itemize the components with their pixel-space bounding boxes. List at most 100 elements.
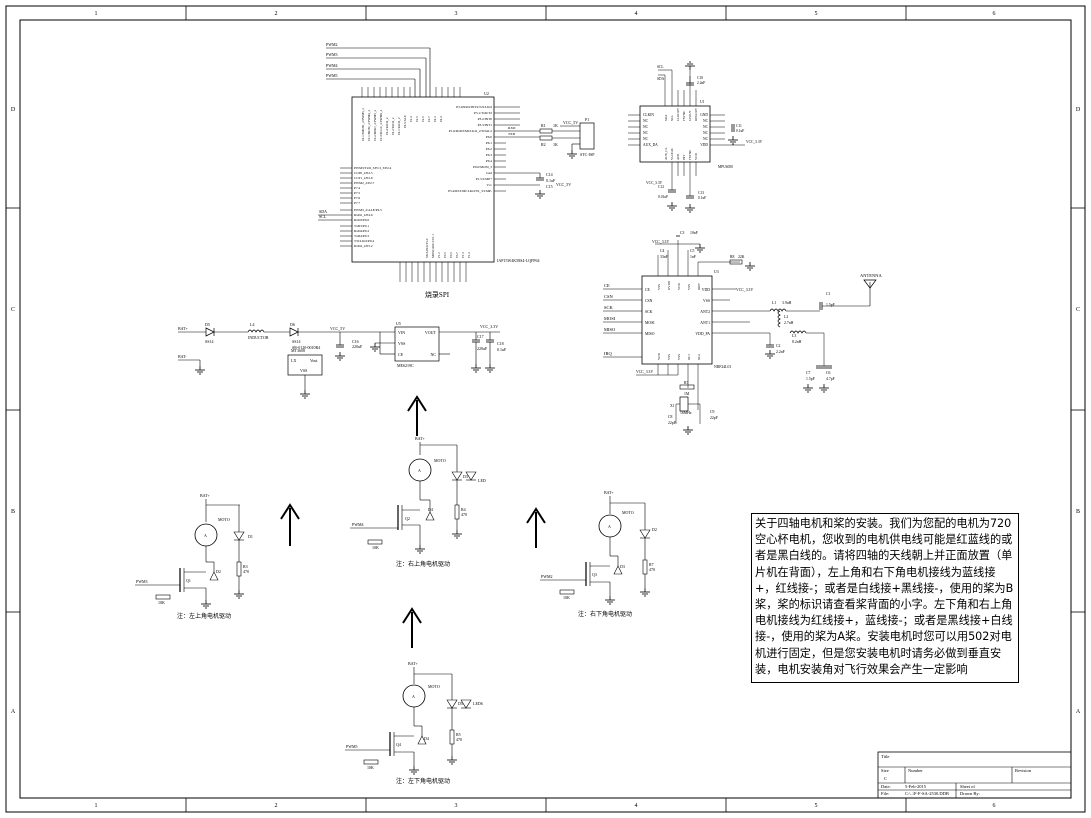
d6-part: SR-0120-0010R4 xyxy=(292,345,320,350)
vcc5-net: VCC_5V xyxy=(330,326,345,331)
rf-pin-top: VSS xyxy=(687,284,691,290)
c9-value: 22pF xyxy=(710,416,718,420)
motor-bat: BAT+ xyxy=(200,493,211,498)
r8-value: 22K xyxy=(738,255,745,259)
mcu-pin-left: PWM3/TxD_3/ECI_3/P2.4 xyxy=(354,166,392,170)
motor-bat: BAT+ xyxy=(604,490,615,495)
rf-nrf24l01[interactable]: U3 NRF24L01 CE CSN SCK MOSI MISO IRQ CE … xyxy=(603,231,882,435)
motor-res: 10K xyxy=(158,600,165,605)
motor-pwm: PWM4 xyxy=(352,522,364,527)
d6-value: SS14 xyxy=(292,339,300,344)
motor-q: Q1 xyxy=(186,578,191,583)
drawing-frame: 1 2 3 4 5 6 1 2 3 4 5 6 D C B A D C B A xyxy=(5,5,1086,813)
revision-label: Revision xyxy=(1015,768,1032,773)
motor-driver-bottom-right[interactable]: BAT+ A MOTO D3 Q3 PWM2 10K D2 R7 470 注：右… xyxy=(540,490,657,618)
net-sck: SCK xyxy=(604,305,614,310)
mcu-pin-right: Gnd xyxy=(486,171,492,175)
c16-value: 220uF xyxy=(352,344,363,349)
r7-value: 1M xyxy=(684,392,690,396)
rf-pin-right: VDD xyxy=(702,288,710,292)
motor-driver-top-left[interactable]: BAT+ A MOTO D2 Q1 PWM3 10K D1 R3 470 注：左… xyxy=(135,493,253,620)
imu-pin-left: AUX_DA xyxy=(643,143,658,147)
mcu-pin-right: P3.0/RxD/INT4/T2CLKO xyxy=(456,105,492,109)
net-miso: MISO xyxy=(604,327,616,332)
ldo-pin-vss: VSS xyxy=(398,341,405,346)
row-label-left: C xyxy=(11,307,15,313)
ldo-pin-ce: CE xyxy=(398,352,404,357)
c13-ref: C13 xyxy=(698,191,704,195)
col-label-bottom: 6 xyxy=(993,803,996,809)
motor-symbol-label: A xyxy=(608,524,611,529)
mcu-pin-bottom: P6.6 xyxy=(449,252,453,258)
r7-ref: R7 xyxy=(684,381,689,385)
imu-pin-right: NC xyxy=(703,125,709,129)
mcu-pin-right: P1.6/RxD3/MCLKO_2/XTAL2 xyxy=(449,129,492,133)
installation-note: 关于四轴电机和桨的安装。我们为您配的电机为720空心杯电机，您收到的电机供电线可… xyxy=(751,513,1019,683)
r2-value: 1K xyxy=(553,142,558,147)
drawn-label: Drawn By: xyxy=(960,791,980,796)
mcu-pin-left: P7.6 xyxy=(354,196,360,200)
c14-ref: C14 xyxy=(546,172,553,177)
imu-pin-right: VDD xyxy=(700,143,708,147)
imu-pin-right: NC xyxy=(703,119,709,123)
direction-arrows xyxy=(280,395,546,648)
mcu-pin-top: P2.6 xyxy=(421,116,425,122)
row-label-left: D xyxy=(11,107,16,113)
c12-ref: C12 xyxy=(658,185,664,189)
title-block: Title Size C Number Revision Date: 5-Feb… xyxy=(877,751,1072,799)
boost-pin-lx: LX xyxy=(291,358,296,363)
boost-pin-vss: VSS xyxy=(300,368,307,373)
mcu-pin-left: P7.7 xyxy=(354,201,360,205)
isp-connector[interactable]: P1 VCC_5V STC-ISP R1 1K R2 1K RXD TXD xyxy=(508,117,595,159)
motor-led: D3 xyxy=(463,474,468,479)
mcu-ref: U2 xyxy=(484,91,489,96)
c12-value: 0.01uF xyxy=(658,195,668,199)
mcu-pin-top: P4.5/ALE xyxy=(403,115,407,128)
row-label-left: B xyxy=(11,509,15,515)
imu-pin-top: FSYNC xyxy=(682,111,686,121)
net-txd: TXD xyxy=(508,132,516,136)
c2-value: 2.2nF xyxy=(776,350,785,354)
mcu-pin-top: P2.2/MISO_2/PWM5_2 xyxy=(373,110,377,141)
rf-vcc-top: VCC_3.3V xyxy=(652,240,669,244)
c4-value: 33nF xyxy=(660,255,668,259)
connector-vcc: VCC_5V xyxy=(563,120,578,125)
ldo-part: ME6219C xyxy=(397,363,414,368)
ldo-ref: U5 xyxy=(396,321,401,326)
imu-pin-left: CLKIN xyxy=(643,113,654,117)
net-pwm4: PWM4 xyxy=(326,63,338,68)
rf-pin-bottom: VDD xyxy=(657,352,661,360)
imu-pin-left: NC xyxy=(643,131,649,135)
date-label: Date: xyxy=(881,784,891,789)
motor-r: R3 xyxy=(243,564,248,569)
net-rxd: RXD xyxy=(508,126,516,130)
motor-driver-bottom-left[interactable]: BAT+ A MOTO D4 Q4 PWM5 10K D5 LED6 R5 47… xyxy=(345,661,483,785)
mcu-u2[interactable]: U2 IAP15W4K58S4-LQFP64 PWM2 PWM3 PWM4 PW… xyxy=(318,42,540,299)
motor-d2-ref: D4 xyxy=(424,736,429,741)
connector-part: STC-ISP xyxy=(580,152,595,157)
col-label-bottom: 4 xyxy=(635,803,638,809)
net-pwm3: PWM3 xyxy=(326,52,338,57)
mcu-pin-bottom: P1.4 xyxy=(467,252,471,258)
mcu-pin-top: P2.1/MOSI_2/PWM4_2 xyxy=(367,110,371,141)
rf-pin-bottom: XC1 xyxy=(687,354,691,360)
motor-r: R5 xyxy=(456,732,461,737)
net-mosi: MOSI xyxy=(604,316,616,321)
col-label-top: 5 xyxy=(815,11,818,17)
power-supply[interactable]: BAT+ BAT- D5 SS14 L4 INDUCTOR D6 SS14 SR… xyxy=(178,321,507,399)
motor-label: MOTO xyxy=(428,684,440,689)
motor-driver-top-right[interactable]: BAT+ A MOTO D4 Q2 PWM4 10K D3 LED R4 470 xyxy=(350,436,486,568)
up-arrow-icon xyxy=(407,395,427,436)
net-pwm2: PWM2 xyxy=(326,42,338,47)
imu-mpu6050[interactable]: MPU6050 U1 SCL SDA CLKIN NC NC NC NC AUX… xyxy=(628,61,763,213)
boost-part: MT3608 xyxy=(291,348,305,353)
rf-pin-left: CE xyxy=(645,288,651,292)
mcu-pin-right: P5.4/RST/MCLKO/SS_3/CMP- xyxy=(448,189,492,193)
mcu-pin-left: RxD2_2/P4.6 xyxy=(354,213,373,217)
motor-led2: LED xyxy=(478,478,486,483)
title-label: Title xyxy=(881,754,889,759)
imu-pin-top: CLKOUT xyxy=(676,108,680,121)
l1-ref: L1 xyxy=(772,301,776,305)
mcu-pin-left: CCP0_2/P2.5 xyxy=(354,171,373,175)
